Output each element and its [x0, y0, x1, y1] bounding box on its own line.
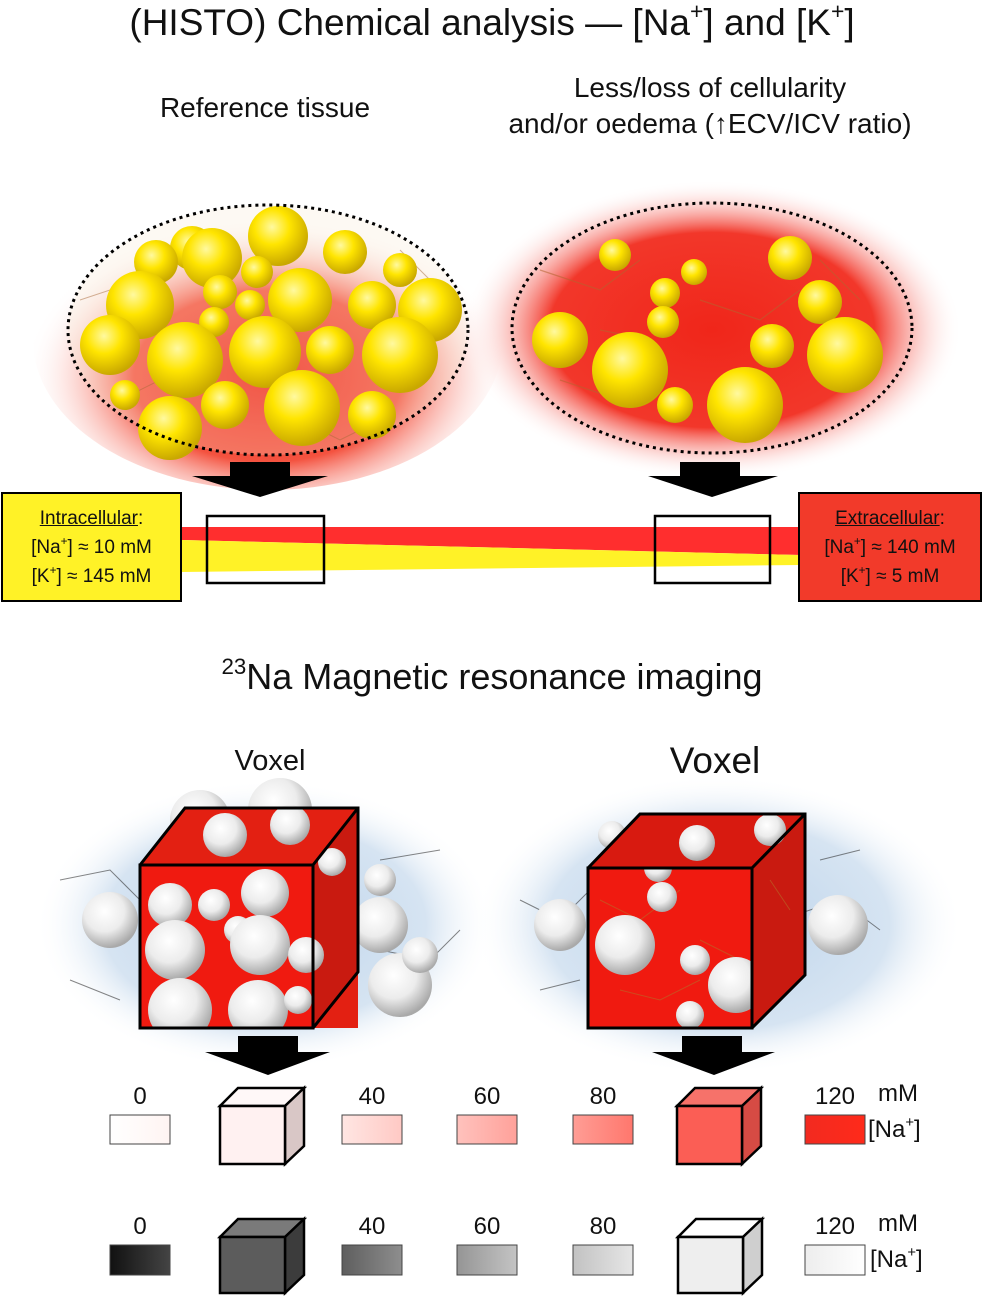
- reference-tissue-label: Reference tissue: [159, 92, 371, 123]
- intracellular-box: Intracellular: [Na+] ≈ 10 mM [K+] ≈ 145 …: [1, 492, 182, 602]
- concentration-band: [182, 514, 800, 585]
- white-cells-outside-right: [534, 821, 868, 955]
- down-arrow-left: [192, 462, 328, 497]
- voxel-cube-left: [138, 805, 360, 1030]
- red-scale-tick-120: 120: [814, 1083, 856, 1110]
- reference-tissue-illustration: [33, 190, 503, 490]
- oedema-tissue-illustration: [462, 180, 962, 480]
- intracellular-box-bg: [2, 493, 181, 601]
- red-scale-unit: mM: [878, 1080, 918, 1107]
- histo-title: (HISTO) Chemical analysis — [Na+] and [K…: [129, 0, 855, 43]
- extracellular-box-bg: [799, 493, 981, 601]
- yellow-cells-oedema: [532, 236, 883, 443]
- loss-of-cellularity-label: Less/loss of cellularity and/or oedema (…: [508, 72, 912, 139]
- gray-scale-tick-60: 60: [473, 1213, 501, 1240]
- down-arrow-right: [648, 462, 778, 497]
- gray-scale-tick-120: 120: [814, 1213, 856, 1240]
- red-scale-tick-0: 0: [133, 1083, 147, 1110]
- red-scale-tick-40: 40: [358, 1083, 386, 1110]
- gray-scale-unit: mM: [878, 1210, 918, 1237]
- yellow-cells-reference: [80, 206, 462, 460]
- red-scale-tick-60: 60: [473, 1083, 501, 1110]
- gray-scale-tick-40: 40: [358, 1213, 386, 1240]
- gray-scale-tick-0: 0: [133, 1213, 147, 1240]
- gray-scale-tick-80: 80: [589, 1213, 617, 1240]
- down-arrow-right-bottom: [652, 1036, 775, 1075]
- voxel-cube-right: [586, 812, 807, 1030]
- voxel-label-right: Voxel: [669, 740, 761, 781]
- gray-color-scale: [109, 1216, 866, 1296]
- mri-title: 23Na Magnetic resonance imaging: [221, 653, 763, 697]
- red-scale-na-label: [Na+]: [868, 1114, 921, 1143]
- down-arrow-left-bottom: [205, 1036, 330, 1075]
- extracellular-box: Extracellular: [Na+] ≈ 140 mM [K+] ≈ 5 m…: [798, 492, 982, 602]
- red-color-scale: [109, 1085, 866, 1167]
- voxel-label-left: Voxel: [234, 745, 306, 777]
- red-scale-tick-80: 80: [589, 1083, 617, 1110]
- gray-scale-na-label: [Na+]: [870, 1244, 923, 1273]
